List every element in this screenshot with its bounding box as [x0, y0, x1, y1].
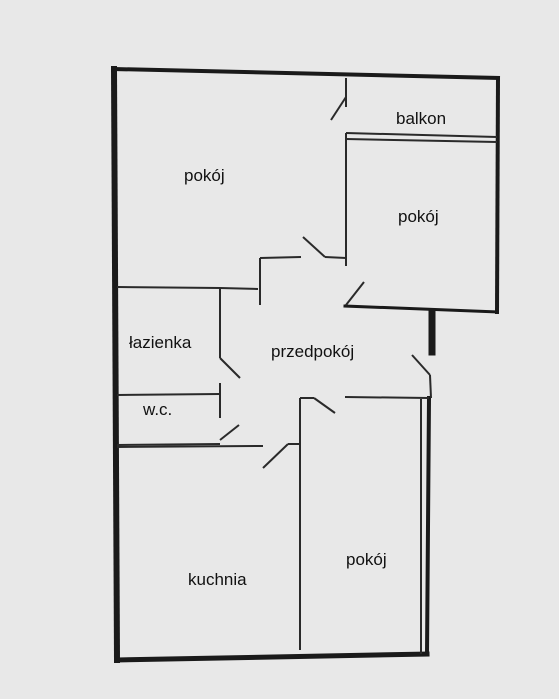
room-label-wc: w.c. [142, 400, 172, 419]
room-label-przedpokoj: przedpokój [271, 342, 354, 361]
room-label-pokoj-bottom: pokój [346, 550, 387, 569]
room-label-kuchnia: kuchnia [188, 570, 247, 589]
room-label-lazienka: łazienka [129, 333, 192, 352]
outer-walls [110, 65, 501, 664]
room-label-balkon: balkon [396, 109, 446, 128]
room-label-pokoj-right: pokój [398, 207, 439, 226]
balcony-wall [345, 132, 498, 143]
room-label-pokoj-top: pokój [184, 166, 225, 185]
interior-walls [116, 78, 430, 650]
door-swings [219, 96, 432, 469]
